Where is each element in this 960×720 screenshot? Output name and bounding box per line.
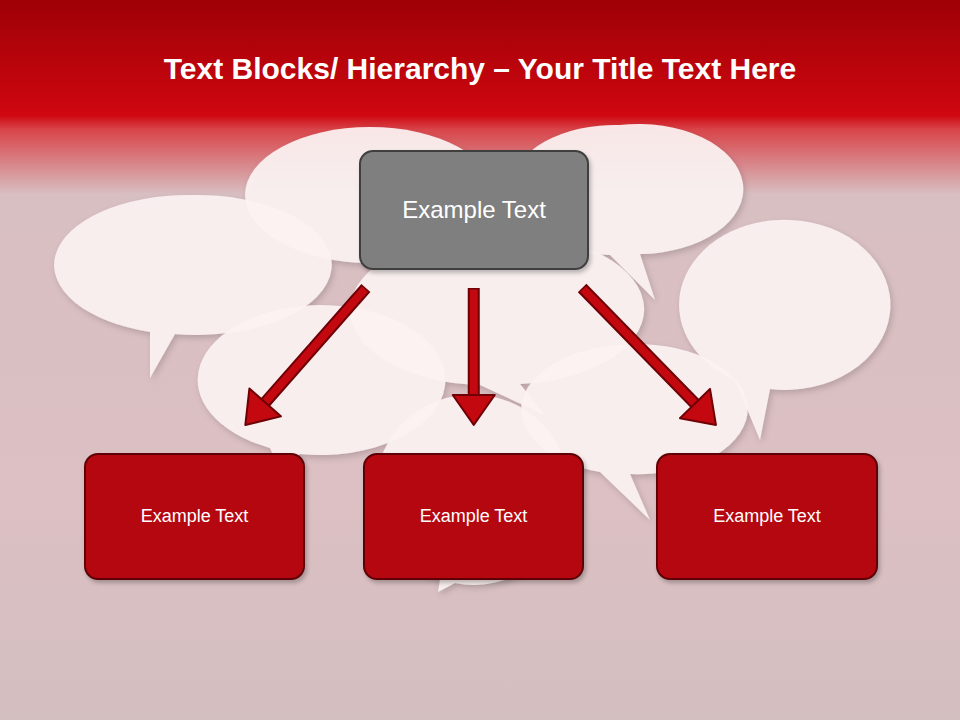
box-label: Example Text [420,506,528,527]
speech-bubble [679,220,890,440]
box-label: Example Text [713,506,821,527]
slide-title: Text Blocks/ Hierarchy – Your Title Text… [0,52,960,86]
box-label: Example Text [141,506,249,527]
child-box: Example Text [656,453,878,580]
hierarchy-arrow [245,288,366,425]
arrow-head [245,389,281,425]
child-box: Example Text [84,453,305,580]
arrow-head [680,389,716,425]
box-label: Example Text [402,196,546,224]
arrow-shaft [264,289,365,404]
child-box: Example Text [363,453,584,580]
parent-box: Example Text [359,150,589,270]
arrow-shaft [470,290,478,398]
speech-bubbles [54,124,890,592]
hierarchy-arrow [453,288,495,425]
arrow-shaft [583,289,696,405]
arrow-head [453,395,495,425]
hierarchy-arrow [582,288,716,425]
